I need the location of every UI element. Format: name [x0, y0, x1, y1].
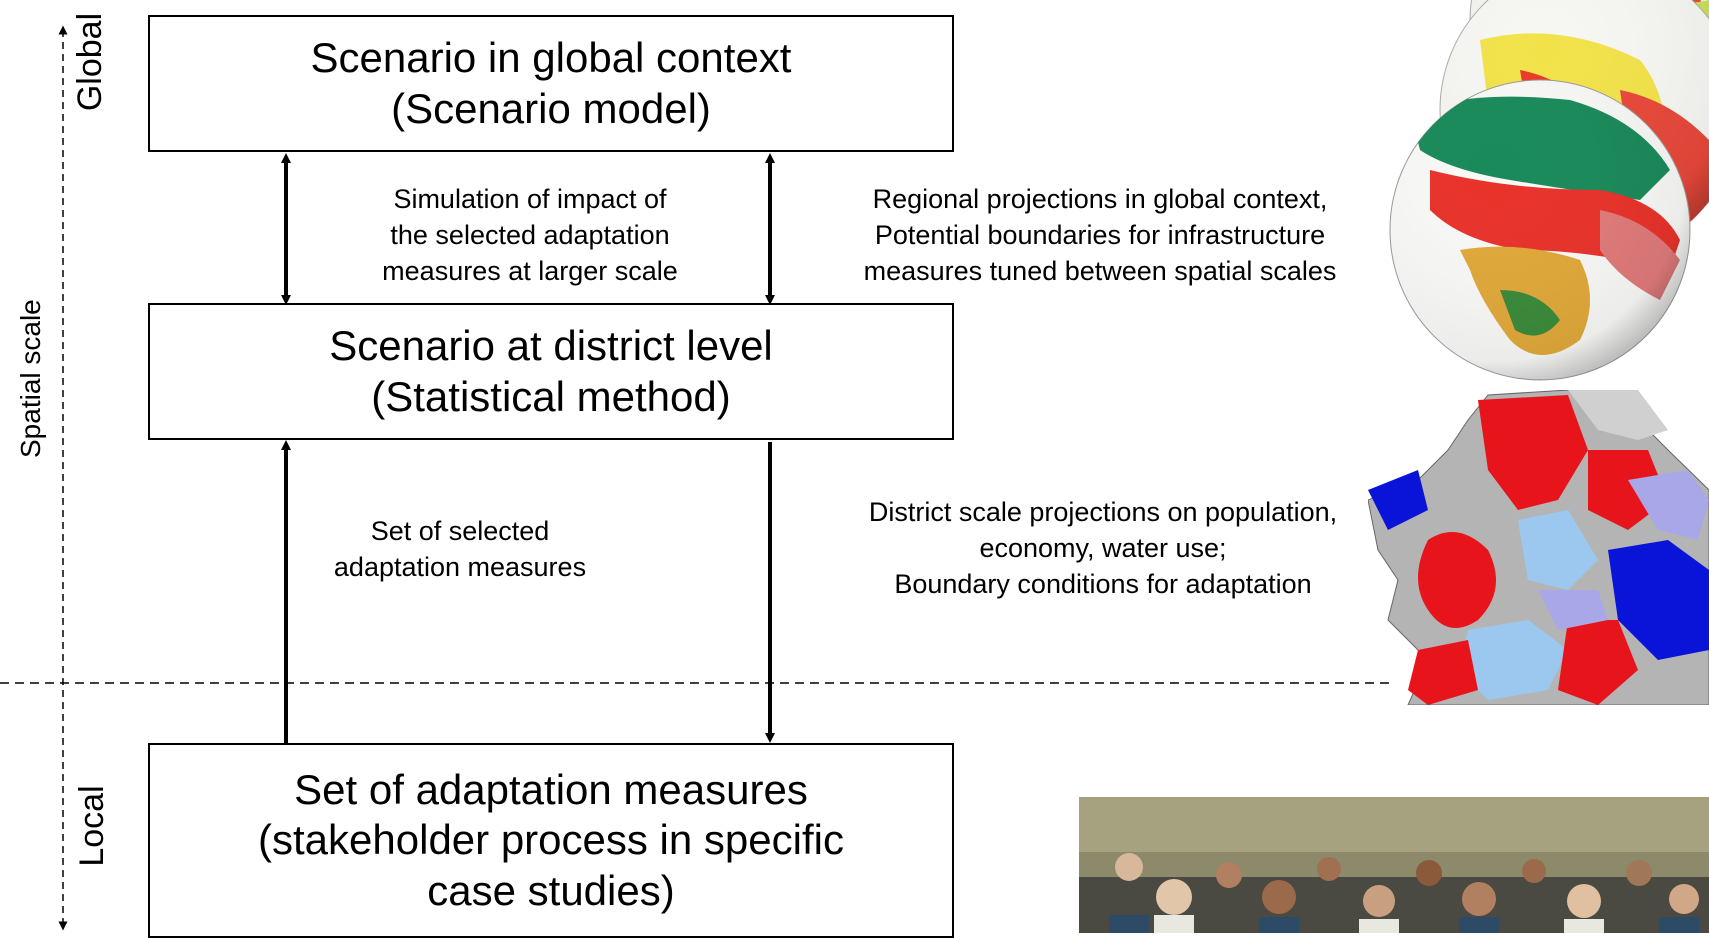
- stakeholder-meeting-photo: [1079, 797, 1709, 933]
- globe-maps-image: [1340, 0, 1709, 385]
- district-label-line1: District scale projections on population…: [868, 497, 1338, 527]
- simulation-label-line1: Simulation of impact of: [393, 184, 667, 214]
- local-measures-box: Set of adaptation measures (stakeholder …: [148, 743, 954, 938]
- district-label-line2: economy, water use;: [979, 533, 1227, 563]
- global-box-line1: Scenario in global context: [310, 34, 792, 82]
- local-box-line3: case studies): [427, 866, 675, 914]
- selected-label-line1: Set of selected: [370, 516, 550, 546]
- district-box-line1: Scenario at district level: [329, 322, 773, 370]
- selected-label-line2: adaptation measures: [333, 552, 587, 582]
- selected-measures-label: Set of selected adaptation measures: [300, 513, 620, 585]
- global-scenario-box: Scenario in global context (Scenario mod…: [148, 15, 954, 152]
- local-box-line1: Set of adaptation measures: [294, 765, 808, 813]
- simulation-label-line3: measures at larger scale: [382, 256, 678, 286]
- regional-label-line2: Potential boundaries for infrastructure: [874, 220, 1326, 250]
- spatial-scale-label: Spatial scale: [15, 299, 46, 458]
- district-scenario-box: Scenario at district level (Statistical …: [148, 303, 954, 440]
- regional-label-line1: Regional projections in global context,: [872, 184, 1328, 214]
- simulation-label-line2: the selected adaptation: [390, 220, 670, 250]
- district-label-line3: Boundary conditions for adaptation: [894, 569, 1312, 599]
- global-box-line2: (Scenario model): [391, 84, 711, 132]
- simulation-label: Simulation of impact of the selected ada…: [300, 181, 760, 289]
- regional-label-line3: measures tuned between spatial scales: [863, 256, 1337, 286]
- district-map-image: [1368, 390, 1709, 705]
- local-box-line2: (stakeholder process in specific: [258, 816, 844, 864]
- global-label: Global: [71, 12, 109, 112]
- regional-projections-label: Regional projections in global context, …: [820, 181, 1380, 289]
- local-label: Local: [73, 785, 111, 867]
- district-projections-label: District scale projections on population…: [818, 494, 1388, 602]
- district-box-line2: (Statistical method): [371, 372, 731, 420]
